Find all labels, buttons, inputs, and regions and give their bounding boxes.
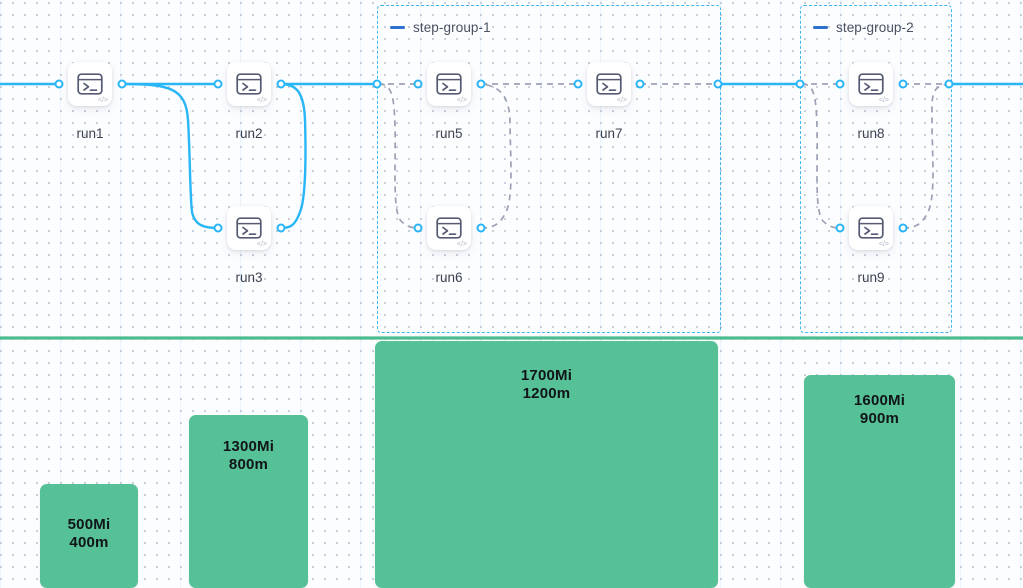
memory-value: 1300Mi [222, 438, 275, 455]
node-run1[interactable]: </> [68, 62, 112, 106]
group-step-group-2[interactable]: step-group-2 [800, 5, 952, 333]
handle-run2-target[interactable] [213, 79, 223, 89]
node-label-run5: run5 [435, 126, 463, 141]
memory-value: 500Mi [67, 516, 111, 533]
terminal-icon [858, 217, 884, 239]
handle-group2-entry[interactable] [795, 79, 805, 89]
group-label-step-group-1: step-group-1 [390, 20, 491, 35]
node-label-run1: run1 [76, 126, 104, 141]
terminal-icon [436, 217, 462, 239]
node-label-run3: run3 [235, 270, 263, 285]
handle-run5-target[interactable] [413, 79, 423, 89]
handle-group1-exit[interactable] [713, 79, 723, 89]
group-step-group-1[interactable]: step-group-1 [377, 5, 721, 333]
code-badge-icon: </> [878, 97, 889, 104]
cpu-value: 400m [69, 534, 109, 552]
node-run2[interactable]: </> [227, 62, 271, 106]
terminal-icon [858, 73, 884, 95]
node-run7[interactable]: </> [587, 62, 631, 106]
handle-run7-target[interactable] [573, 79, 583, 89]
terminal-icon [596, 73, 622, 95]
node-run8[interactable]: </> [849, 62, 893, 106]
collapse-dash-icon[interactable] [390, 26, 405, 29]
terminal-icon [236, 73, 262, 95]
code-badge-icon: </> [256, 241, 267, 248]
resource-bar-1[interactable]: 500Mi 400m [40, 484, 138, 588]
collapse-dash-icon[interactable] [813, 26, 828, 29]
group-title: step-group-2 [836, 20, 914, 35]
handle-group1-entry[interactable] [372, 79, 382, 89]
handle-run7-source[interactable] [635, 79, 645, 89]
resource-bar-4[interactable]: 1600Mi 900m [804, 375, 955, 588]
resource-bar-3-text: 1700Mi 1200m [375, 367, 718, 404]
resource-bar-2-text: 1300Mi 800m [189, 438, 308, 475]
handle-run3-target[interactable] [213, 223, 223, 233]
edge-run1-run3 [121, 82, 219, 230]
node-label-run9: run9 [857, 270, 885, 285]
handle-run9-target[interactable] [835, 223, 845, 233]
memory-value: 1700Mi [520, 367, 573, 384]
node-run5[interactable]: </> [427, 62, 471, 106]
handle-run6-source[interactable] [476, 223, 486, 233]
handle-run1-target[interactable] [54, 79, 64, 89]
resource-bar-1-text: 500Mi 400m [40, 516, 138, 553]
group-label-step-group-2: step-group-2 [813, 20, 914, 35]
handle-run2-source[interactable] [276, 79, 286, 89]
code-badge-icon: </> [256, 97, 267, 104]
node-run6[interactable]: </> [427, 206, 471, 250]
code-badge-icon: </> [456, 241, 467, 248]
handle-run8-source[interactable] [898, 79, 908, 89]
code-badge-icon: </> [97, 97, 108, 104]
terminal-icon [436, 73, 462, 95]
handle-run9-source[interactable] [898, 223, 908, 233]
resource-bar-3[interactable]: 1700Mi 1200m [375, 341, 718, 588]
handle-run3-source[interactable] [276, 223, 286, 233]
code-badge-icon: </> [878, 241, 889, 248]
handle-run6-target[interactable] [413, 223, 423, 233]
group-title: step-group-1 [413, 20, 491, 35]
node-run3[interactable]: </> [227, 206, 271, 250]
node-label-run7: run7 [595, 126, 623, 141]
cpu-value: 900m [859, 410, 900, 428]
code-badge-icon: </> [456, 97, 467, 104]
handle-run8-target[interactable] [835, 79, 845, 89]
resource-bar-4-text: 1600Mi 900m [804, 392, 955, 429]
node-label-run8: run8 [857, 126, 885, 141]
terminal-icon [236, 217, 262, 239]
handle-run5-source[interactable] [476, 79, 486, 89]
resource-bar-2[interactable]: 1300Mi 800m [189, 415, 308, 588]
node-label-run2: run2 [235, 126, 263, 141]
terminal-icon [77, 73, 103, 95]
code-badge-icon: </> [616, 97, 627, 104]
cpu-value: 1200m [522, 385, 571, 403]
cpu-value: 800m [228, 456, 269, 474]
node-label-run6: run6 [435, 270, 463, 285]
edge-run3-merge [280, 82, 307, 230]
handle-run1-source[interactable] [117, 79, 127, 89]
memory-value: 1600Mi [853, 392, 906, 409]
handle-group2-exit[interactable] [944, 79, 954, 89]
node-run9[interactable]: </> [849, 206, 893, 250]
